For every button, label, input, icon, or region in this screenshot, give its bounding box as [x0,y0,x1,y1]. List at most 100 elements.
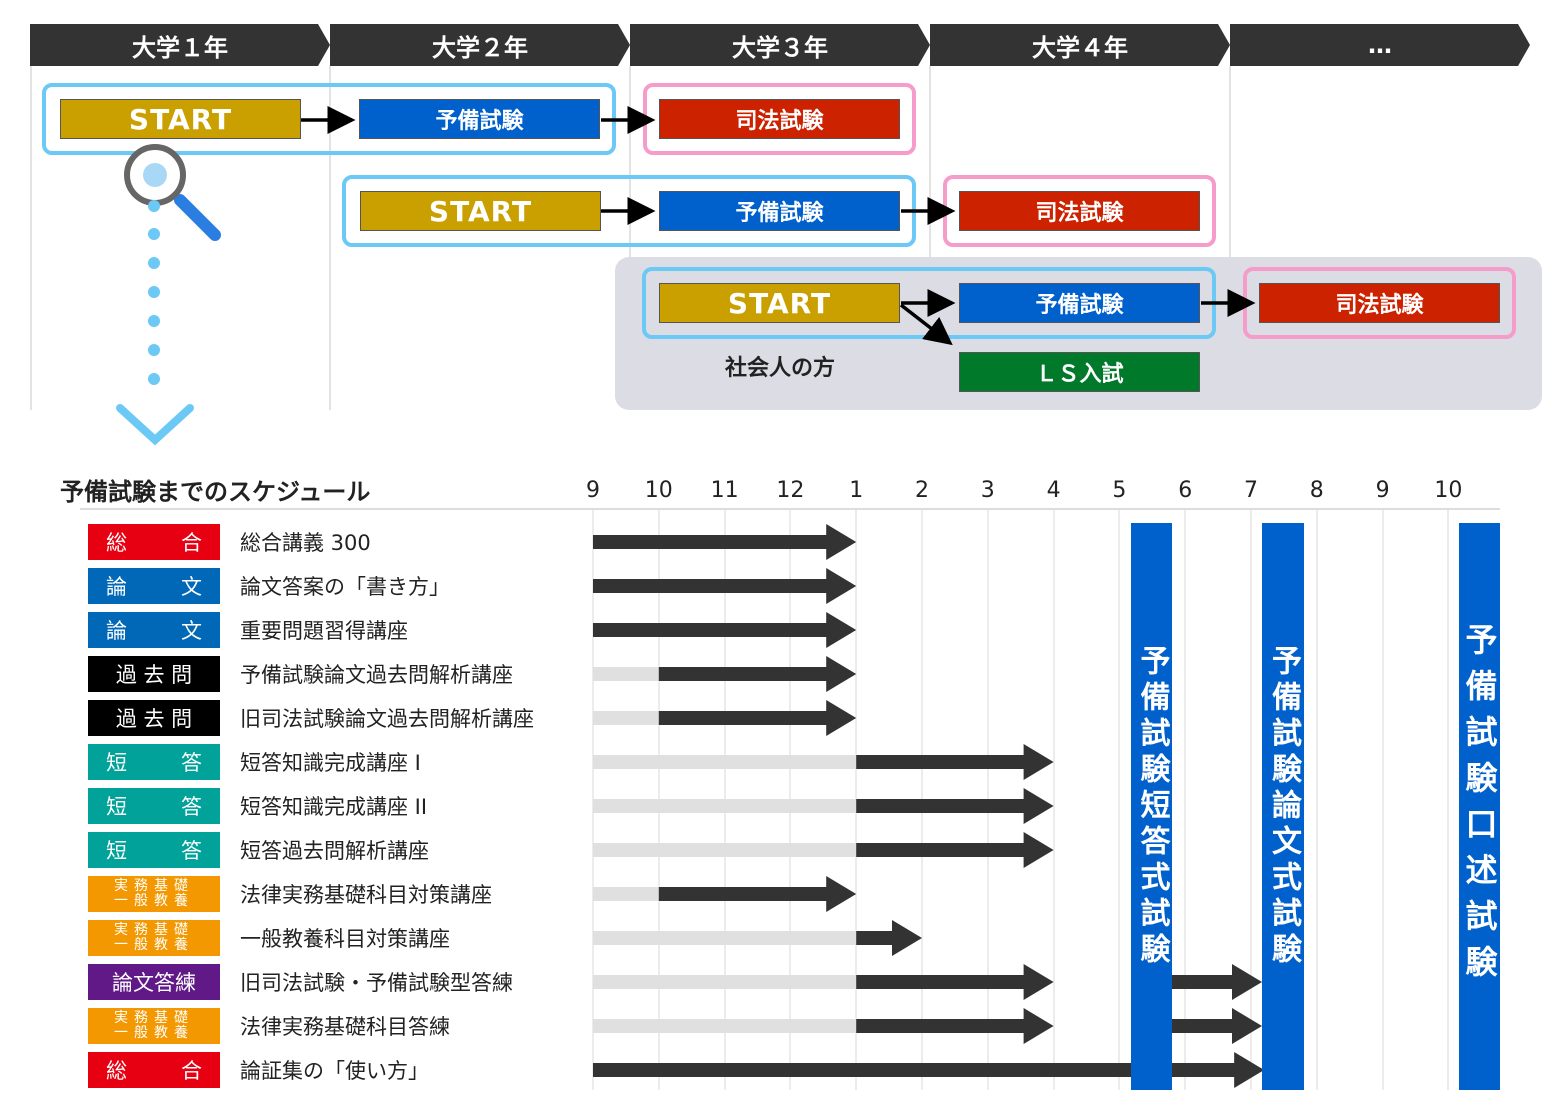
category-tag: 実務基礎一般教養 [88,1008,220,1044]
dot [148,286,160,298]
schedule-arrow [856,832,1054,868]
yobi-box: 予備試験 [959,283,1200,323]
exam-label: 予備試験論文式試験 [1266,644,1301,969]
exam-label: 予備試験口述試験 [1460,622,1499,991]
tag-text: 短 [106,839,127,863]
exam-label: 予備試験短答式試験 [1134,644,1170,969]
tag-text: 実務基礎 [114,922,194,938]
course-name: 旧司法試験・予備試験型答練 [240,971,513,995]
course-name: 一般教養科目対策講座 [240,927,450,951]
year-label: 大学４年 [1032,33,1128,62]
course-name: 重要問題習得講座 [240,619,408,643]
course-name: 法律実務基礎科目対策講座 [240,883,492,907]
month-label: 5 [1112,478,1127,503]
divider [629,66,631,410]
year-label: 大学１年 [132,33,228,62]
tag-text: 合 [181,531,202,555]
month-label: 11 [710,478,739,503]
tag-text: 合 [181,1059,202,1083]
month-label: 4 [1046,478,1061,503]
tag-text: 実務基礎 [114,878,194,894]
category-tag: 過 去 問 [88,656,220,692]
idle-bar [593,843,857,857]
tag-text: 実務基礎 [114,1010,194,1026]
schedule-arrow [593,524,857,560]
divider [1229,66,1231,410]
category-tag: 短答 [88,788,220,824]
category-tag: 論文答練 [88,964,220,1000]
idle-bar [593,1019,857,1033]
month-gridline [1118,510,1121,1090]
tag-text: 一般教養 [114,937,194,953]
category-tag: 短答 [88,832,220,868]
month-gridline [1447,510,1450,1090]
divider [30,66,32,410]
tag-text: 答 [181,795,202,819]
idle-bar [593,887,659,901]
month-label: 2 [915,478,929,503]
tag-text: 文 [181,575,202,599]
year-header: 大学２年 [330,24,630,66]
dot [148,344,160,356]
tag-text: 文 [181,619,202,643]
tag-text: 論文答練 [112,971,196,995]
year-header: 大学３年 [630,24,930,66]
schedule-arrow [658,876,857,912]
arrows-layer [116,106,1256,446]
dot [148,257,160,269]
month-label: 10 [644,478,673,503]
course-name: 総合講義 300 [240,531,371,555]
start-box: START [659,283,900,323]
schedule-arrow [593,612,857,648]
category-tag: 総合 [88,1052,220,1088]
category-tag: 過 去 問 [88,700,220,736]
tag-text: 総 [106,1059,127,1083]
chevron-down-icon [116,404,194,446]
idle-bar [593,711,659,725]
idle-bar [593,667,659,681]
yobi-box: 予備試験 [359,99,600,139]
month-label: 12 [776,478,805,503]
tag-text: 一般教養 [114,1025,194,1041]
divider [929,66,931,410]
dot [148,373,160,385]
month-label: 6 [1178,478,1193,503]
tag-text: 答 [181,839,202,863]
start-box: START [360,191,601,231]
divider [329,66,331,410]
year-label: 大学２年 [432,33,528,62]
month-gridline [1250,510,1252,1090]
month-gridline [1315,510,1318,1090]
month-label: 1 [849,478,864,503]
month-label: 7 [1244,478,1258,503]
course-name: 短答知識完成講座 I [240,751,421,775]
schedule-arrow [1172,964,1262,1000]
schedule-arrow [658,700,857,736]
schedule-arrow [593,1052,1265,1088]
category-tag: 実務基礎一般教養 [88,920,220,956]
dot [148,315,160,327]
month-label: 9 [586,478,600,503]
schedule-arrow [1172,1008,1262,1044]
exam-column: 予備試験短答式試験 [1131,523,1172,1090]
start-box: START [60,99,301,139]
idle-bar [593,975,857,989]
month-label: 3 [980,478,995,503]
schedule-arrow [856,920,922,956]
year-label: 大学３年 [732,33,828,62]
ls-box: ＬＳ入試 [959,352,1200,392]
year-header: 大学４年 [930,24,1230,66]
shiho-box: 司法試験 [659,99,900,139]
magnifier-icon [124,144,221,241]
year-header: 大学１年 [30,24,330,66]
working-adult-label: 社会人の方 [724,356,835,381]
header-rule [80,508,1500,510]
exam-column: 予備試験口述試験 [1459,523,1500,1090]
course-name: 論証集の「使い方」 [240,1059,429,1083]
yobi-box: 予備試験 [659,191,900,231]
tag-text: 過 去 問 [115,663,193,687]
month-label: 10 [1434,478,1463,503]
dot [148,200,160,212]
schedule-arrow [658,656,857,692]
